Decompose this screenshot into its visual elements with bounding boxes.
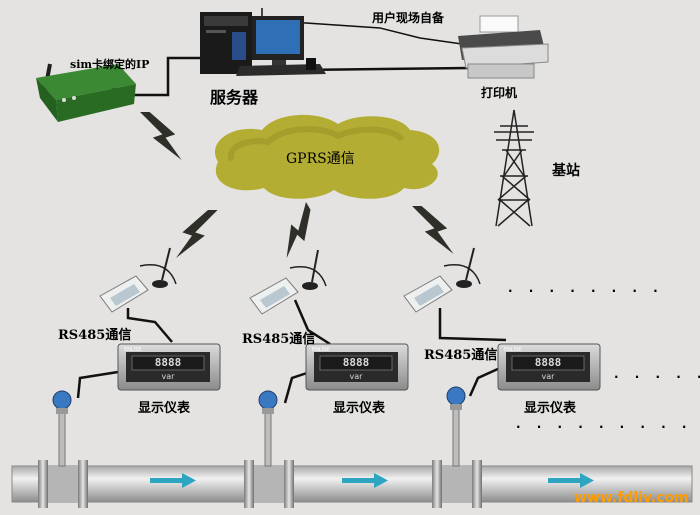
gprs-terminal-2-icon xyxy=(249,249,327,315)
signal-bolt-right-icon xyxy=(412,206,454,254)
pipeline xyxy=(11,465,693,503)
printer-label: 打印机 xyxy=(481,86,518,100)
signal-bolt-gateway-icon xyxy=(140,112,182,160)
meter-digits-1: 8888 xyxy=(155,356,182,369)
display-meter-1: 8888 var ENLISE xyxy=(117,343,221,391)
signal-bolt-center-icon xyxy=(267,202,326,259)
line-bus-1 xyxy=(126,308,173,343)
line-sensor-1 xyxy=(76,370,119,399)
user-equipment-label: 用户现场自备 xyxy=(372,11,445,25)
line-sensor-3 xyxy=(468,366,501,397)
more-sensors-ellipsis: · · · · · · · · · xyxy=(516,420,693,434)
sim-ip-label: sim卡绑定的IP xyxy=(70,58,150,71)
meter-brand-3: ENLISE xyxy=(504,347,522,353)
meter-unit-2: var xyxy=(350,372,364,381)
meter-unit-3: var xyxy=(542,372,556,381)
flow-sensor-3-icon xyxy=(432,386,482,508)
meter-brand-1: ENLISE xyxy=(124,347,142,353)
flow-sensor-2-icon xyxy=(244,390,294,508)
gprs-gateway-icon xyxy=(36,63,136,122)
display-meter-label-3: 显示仪表 xyxy=(524,401,577,416)
line-bus-2 xyxy=(293,299,331,346)
meter-digits-2: 8888 xyxy=(343,356,370,369)
signal-bolt-left-icon xyxy=(176,210,218,258)
server-label: 服务器 xyxy=(210,88,259,107)
gprs-terminal-1-icon xyxy=(99,247,177,313)
printer-icon xyxy=(458,15,549,79)
base-station-tower-icon xyxy=(494,109,534,227)
meter-brand-2: ENLISE xyxy=(312,347,330,353)
meter-digits-3: 8888 xyxy=(535,356,562,369)
display-meter-2: 8888 var ENLISE xyxy=(305,343,409,391)
gprs-label: GPRS通信 xyxy=(286,151,355,167)
more-meters-ellipsis: · · · · · xyxy=(614,370,700,384)
server-icon xyxy=(200,12,326,76)
rs485-label-2: RS485通信 xyxy=(242,332,316,347)
display-meter-label-1: 显示仪表 xyxy=(138,401,191,416)
flow-arrows xyxy=(150,473,594,488)
rs485-label-3: RS485通信 xyxy=(424,348,498,363)
gprs-terminal-3-icon xyxy=(403,247,481,313)
display-meter-3: 8888 var ENLISE xyxy=(497,343,601,391)
rs485-label-1: RS485通信 xyxy=(58,328,132,343)
line-server-printer xyxy=(299,66,471,72)
display-meter-label-2: 显示仪表 xyxy=(333,401,386,416)
line-bus-3 xyxy=(438,308,507,342)
gprs-cloud xyxy=(215,114,440,199)
watermark: www.fdliv.com xyxy=(574,490,689,506)
base-station-label: 基站 xyxy=(552,163,580,179)
more-terminals-ellipsis: · · · · · · · · xyxy=(508,284,664,298)
flow-sensor-1-icon xyxy=(38,390,88,508)
meter-unit-1: var xyxy=(162,372,176,381)
